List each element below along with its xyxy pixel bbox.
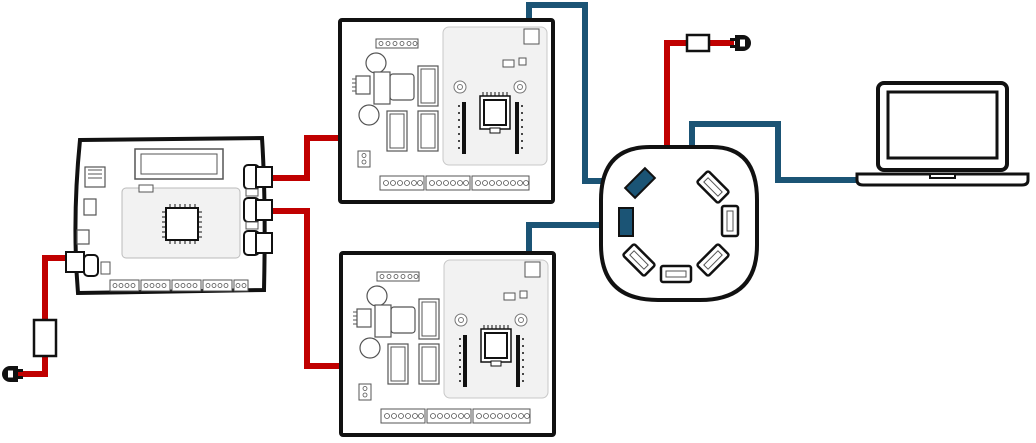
data-cable-io-bottom <box>526 222 622 262</box>
power-cable-main <box>10 255 80 377</box>
main-controller-board <box>65 135 273 296</box>
laptop-icon <box>855 81 1030 187</box>
power-cable-io-top <box>268 135 342 181</box>
laptop <box>855 81 1030 187</box>
io-expansion-board-bottom <box>339 251 556 437</box>
power-supply-main <box>2 318 58 382</box>
usb-plug-io-top <box>623 166 657 200</box>
circuit-board-icon <box>338 18 555 204</box>
data-cable-laptop <box>689 121 858 183</box>
circuit-board-icon <box>339 251 556 437</box>
power-cable-hub <box>664 40 734 145</box>
io-expansion-board-top <box>338 18 555 204</box>
usb-hub <box>599 145 759 302</box>
usb-plug-io-bottom <box>618 207 634 237</box>
usb-port <box>720 204 740 238</box>
usb-port <box>659 264 693 284</box>
data-cable-io-top <box>526 2 630 184</box>
power-supply-hub <box>685 33 751 53</box>
power-cable-io-bottom <box>268 208 342 369</box>
